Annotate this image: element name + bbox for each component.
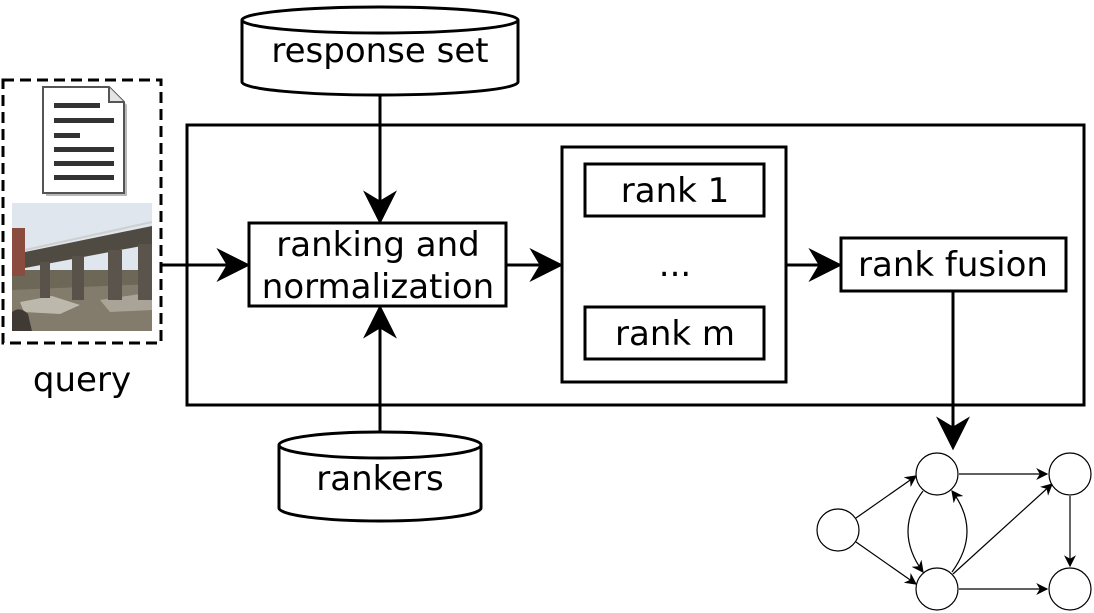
rank-first-label: rank 1 [621,171,730,211]
graph-edge [951,490,968,573]
graph-edge [952,483,1053,575]
graph-node [915,567,959,611]
query-label: query [33,360,131,400]
ranks-container: rank 1 ... rank m [560,145,788,384]
rank-last-box [583,305,766,361]
graph-node [1048,452,1092,496]
rank-first-box [583,162,766,218]
response-set-label: response set [271,31,488,71]
graph-edge [855,541,917,585]
graph-edge [855,475,917,519]
rankers-label: rankers [316,459,443,499]
rankers-database: rankers [277,430,483,523]
rank-last-label: rank m [615,314,735,354]
rank-ellipsis: ... [659,245,691,285]
ranking-normalization-box: ranking and normalization [247,221,508,308]
graph-node [1048,567,1092,611]
response-set-database: response set [240,5,520,97]
graph-edge [907,490,924,573]
rank-fusion-box: rank fusion [839,236,1068,293]
ranking-label-line2: normalization [262,267,494,307]
bridge-photo [12,203,153,331]
graph-node [915,452,959,496]
document-icon [42,86,127,196]
query-input [1,78,163,345]
ranking-label-line1: ranking and [276,225,479,265]
output-graph [816,452,1092,611]
rank-fusion-label: rank fusion [858,245,1048,285]
graph-node [816,508,860,552]
